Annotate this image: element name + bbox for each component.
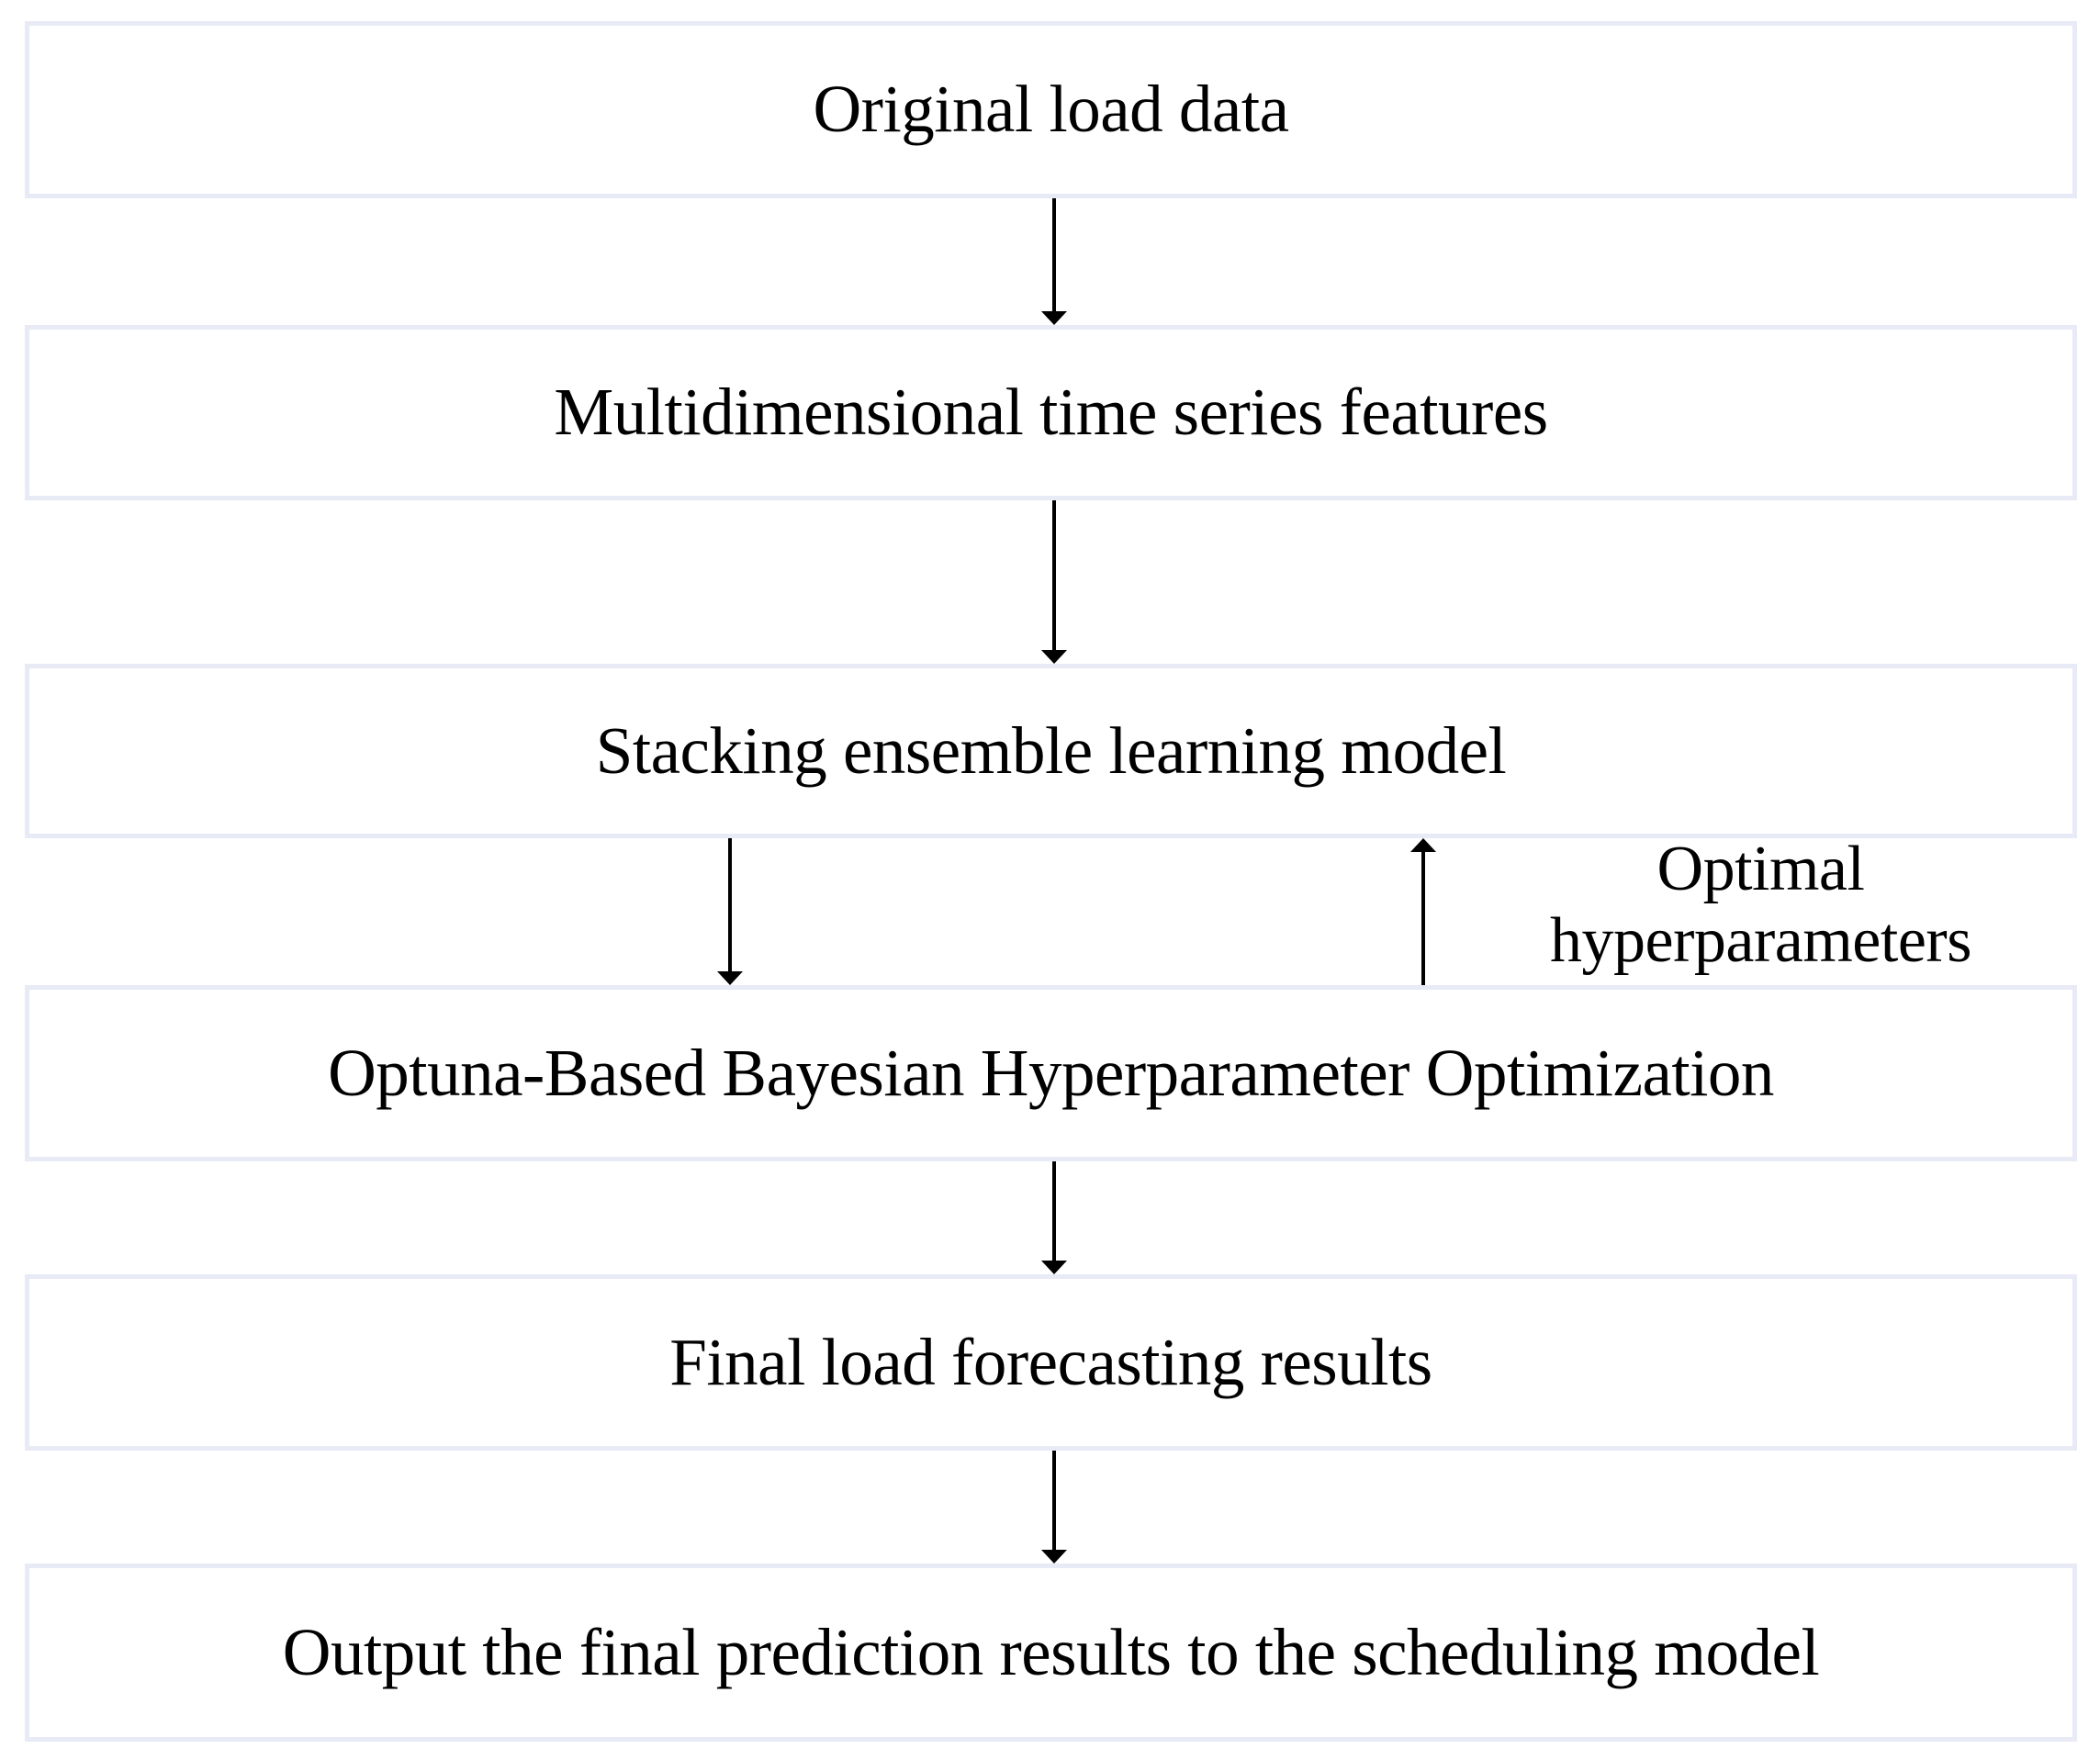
- arrow-shaft: [1421, 849, 1425, 985]
- node-label-output-final-prediction-results: Output the final prediction results to t…: [282, 1614, 1820, 1689]
- arrow-head: [1041, 1550, 1067, 1564]
- arrow-shaft: [1052, 1451, 1056, 1553]
- arrow-down-icon: [1041, 1451, 1067, 1564]
- node-label-stacking-ensemble-learning-model: Stacking ensemble learning model: [595, 712, 1507, 788]
- flow-node-multidimensional-time-series-features: Multidimensional time series features: [25, 325, 2077, 500]
- arrow-down-icon: [1041, 1161, 1067, 1274]
- arrow-down-icon: [1041, 198, 1067, 325]
- flow-node-output-final-prediction-results: Output the final prediction results to t…: [25, 1564, 2077, 1742]
- node-label-multidimensional-time-series-features: Multidimensional time series features: [554, 375, 1548, 450]
- arrow-head: [717, 971, 743, 985]
- flow-node-final-load-forecasting-results: Final load forecasting results: [25, 1274, 2077, 1451]
- arrow-head: [1041, 311, 1067, 325]
- node-label-optuna-bayesian-hyperparameter-optimization: Optuna-Based Bayesian Hyperparameter Opt…: [328, 1035, 1774, 1110]
- arrow-up-icon: [1410, 838, 1436, 985]
- arrow-shaft: [1052, 500, 1056, 653]
- arrow-down-icon: [1041, 500, 1067, 664]
- flow-node-original-load-data: Original load data: [25, 21, 2077, 198]
- arrow-head: [1410, 838, 1436, 852]
- arrow-shaft: [1052, 1161, 1056, 1263]
- flow-node-stacking-ensemble-learning-model: Stacking ensemble learning model: [25, 664, 2077, 838]
- arrow-head: [1041, 650, 1067, 664]
- node-label-original-load-data: Original load data: [813, 72, 1289, 147]
- arrow-down-icon: [717, 838, 743, 985]
- arrow-shaft: [728, 838, 732, 974]
- flow-node-optuna-bayesian-hyperparameter-optimization: Optuna-Based Bayesian Hyperparameter Opt…: [25, 985, 2077, 1161]
- node-label-final-load-forecasting-results: Final load forecasting results: [669, 1324, 1432, 1399]
- arrow-head: [1041, 1261, 1067, 1274]
- feedback-label-optimal-hyperparameters: Optimal hyperparameters: [1550, 834, 1971, 977]
- arrow-shaft: [1052, 198, 1056, 314]
